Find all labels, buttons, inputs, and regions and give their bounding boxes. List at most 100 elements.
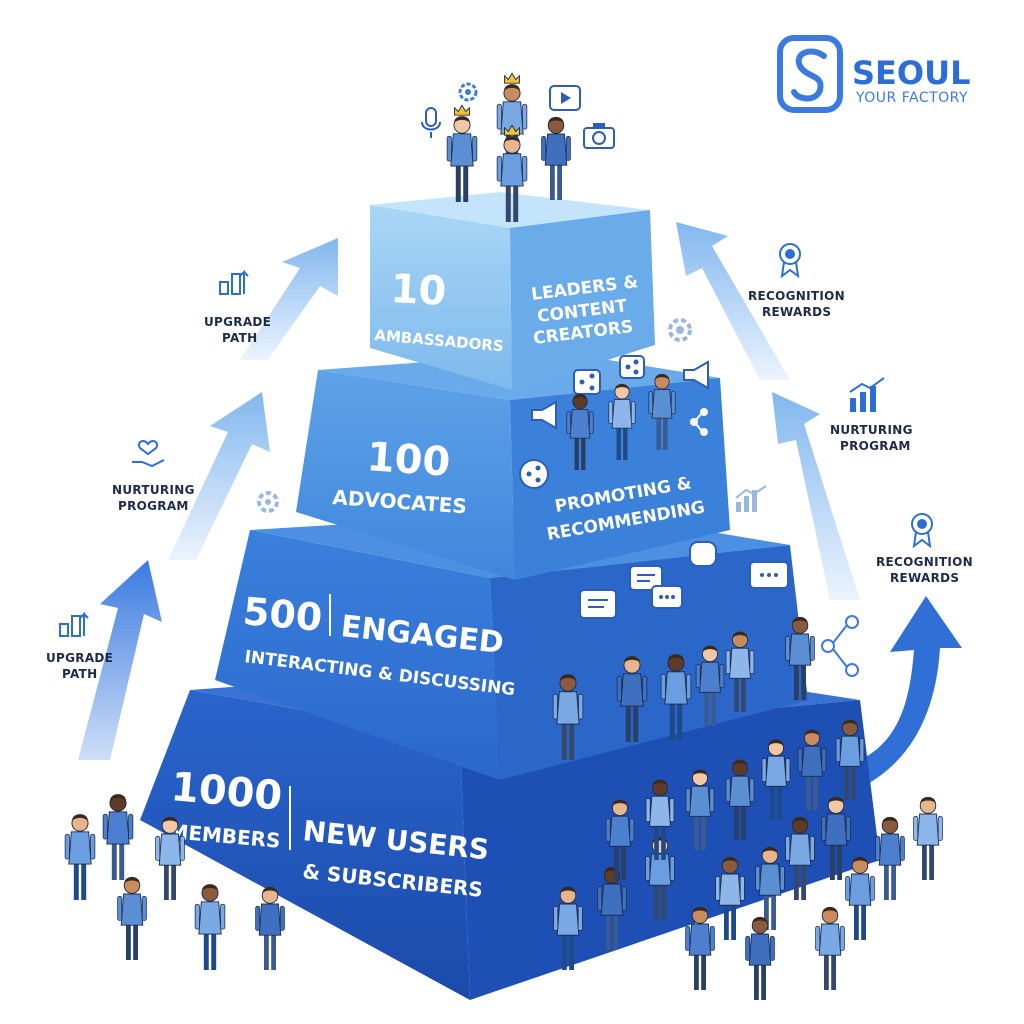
upgrade-arrows xyxy=(78,222,962,786)
growth-chart-icon xyxy=(735,485,767,512)
person-figure xyxy=(715,856,745,940)
logo-subtitle: YOUR FACTORY xyxy=(855,90,968,106)
logo-title: SEOUL xyxy=(852,54,970,92)
megaphone-icon xyxy=(683,360,709,390)
person-figure xyxy=(566,393,594,470)
left-top-label: UPGRADE PATH xyxy=(204,269,271,345)
crown-icon xyxy=(504,124,520,136)
share-nodes-icon xyxy=(690,408,708,436)
person-figure xyxy=(685,769,715,850)
left-mid-label: NURTURING PROGRAM xyxy=(112,440,195,513)
tier-engaged-number: 500 xyxy=(241,589,324,640)
right-bottom-label: RECOGNITION REWARDS xyxy=(876,513,973,585)
person-figure xyxy=(496,72,528,170)
person-figure xyxy=(64,814,96,900)
person-figure xyxy=(725,759,755,840)
tier-advocates-front xyxy=(296,370,515,580)
logo-mark-icon xyxy=(777,35,843,113)
tier-ambassadors-front xyxy=(370,205,512,390)
gear-icon xyxy=(257,491,279,513)
chat-bubble-icon xyxy=(629,565,663,591)
heart-hand-icon xyxy=(132,440,165,468)
bar-chart-up-icon xyxy=(219,269,249,295)
person-figure xyxy=(605,799,635,880)
right-top-label-line1: RECOGNITION xyxy=(748,289,845,303)
person-figure xyxy=(616,656,648,742)
person-figure xyxy=(645,779,675,860)
tier-ambassadors xyxy=(370,192,655,390)
left-mid-label-line1: NURTURING xyxy=(112,483,195,497)
crown-icon xyxy=(504,72,520,84)
person-figure xyxy=(648,373,676,450)
person-figure xyxy=(553,886,583,970)
left-bottom-label-line2: PATH xyxy=(62,667,97,681)
camera-icon xyxy=(583,123,615,149)
share-chat-icon xyxy=(619,355,645,379)
bar-chart-up-icon xyxy=(59,611,89,637)
award-ribbon-icon xyxy=(911,513,933,549)
gear-icon xyxy=(668,318,692,342)
tier-members-number: 1000 xyxy=(169,764,284,820)
person-figure xyxy=(541,116,571,200)
left-top-arrow xyxy=(240,238,338,360)
megaphone-icon xyxy=(531,400,557,430)
right-top-label-line2: REWARDS xyxy=(762,305,831,319)
person-figure xyxy=(552,674,584,760)
person-figure xyxy=(815,906,845,990)
left-bottom-label-line1: UPGRADE xyxy=(46,651,113,665)
person-figure xyxy=(725,631,755,712)
tier-members-front xyxy=(140,690,470,1000)
tier-ambassadors-number: 10 xyxy=(389,266,447,315)
person-figure xyxy=(496,124,528,222)
person-figure xyxy=(797,729,827,810)
person-figure xyxy=(913,796,943,880)
person-figure xyxy=(608,383,636,460)
award-ribbon-icon xyxy=(779,243,801,279)
share-chat-icon xyxy=(573,369,601,395)
left-bottom-label: UPGRADE PATH xyxy=(46,611,113,681)
right-top-arrow xyxy=(676,222,790,380)
person-figure xyxy=(845,856,875,940)
person-figure xyxy=(194,884,226,970)
left-lower-arrow xyxy=(78,560,162,760)
chat-bubble-icon xyxy=(689,541,717,567)
person-figure xyxy=(785,816,815,900)
right-bottom-label-line1: RECOGNITION xyxy=(876,555,973,569)
person-figure xyxy=(685,906,715,990)
left-mid-arrow xyxy=(168,392,270,560)
chat-bubble-icon xyxy=(579,589,617,619)
right-mid-arrow xyxy=(772,392,860,600)
right-mid-label-line1: NURTURING xyxy=(830,423,913,437)
tier-engaged-front xyxy=(215,530,500,780)
person-figure xyxy=(835,719,865,800)
right-bottom-label-line2: REWARDS xyxy=(890,571,959,585)
share-nodes-icon xyxy=(821,615,859,677)
person-figure xyxy=(255,886,285,970)
people-crowd xyxy=(64,72,943,1000)
person-figure xyxy=(117,876,147,960)
right-top-label: RECOGNITION REWARDS xyxy=(748,243,845,319)
person-figure xyxy=(761,739,791,820)
tier-advocates-side xyxy=(510,378,730,580)
left-top-label-line2: PATH xyxy=(222,331,257,345)
person-figure xyxy=(745,916,775,1000)
person-figure xyxy=(755,846,785,930)
person-figure xyxy=(155,816,185,900)
chat-bubble-icon xyxy=(651,585,683,609)
gear-icon xyxy=(458,82,478,102)
person-figure xyxy=(446,104,478,202)
person-figure xyxy=(660,654,692,740)
right-bottom-arrow xyxy=(860,596,962,786)
person-figure xyxy=(875,816,905,900)
right-mid-label: NURTURING PROGRAM xyxy=(830,377,913,453)
share-circle-icon xyxy=(519,459,549,489)
growth-chart-icon xyxy=(849,377,885,412)
person-figure xyxy=(821,796,851,880)
left-mid-label-line2: PROGRAM xyxy=(118,499,189,513)
seoul-logo: SEOUL YOUR FACTORY xyxy=(777,35,970,113)
microphone-icon xyxy=(421,107,441,138)
tier-advocates-number: 100 xyxy=(365,434,452,486)
video-play-icon xyxy=(549,85,581,111)
person-figure xyxy=(785,616,815,700)
